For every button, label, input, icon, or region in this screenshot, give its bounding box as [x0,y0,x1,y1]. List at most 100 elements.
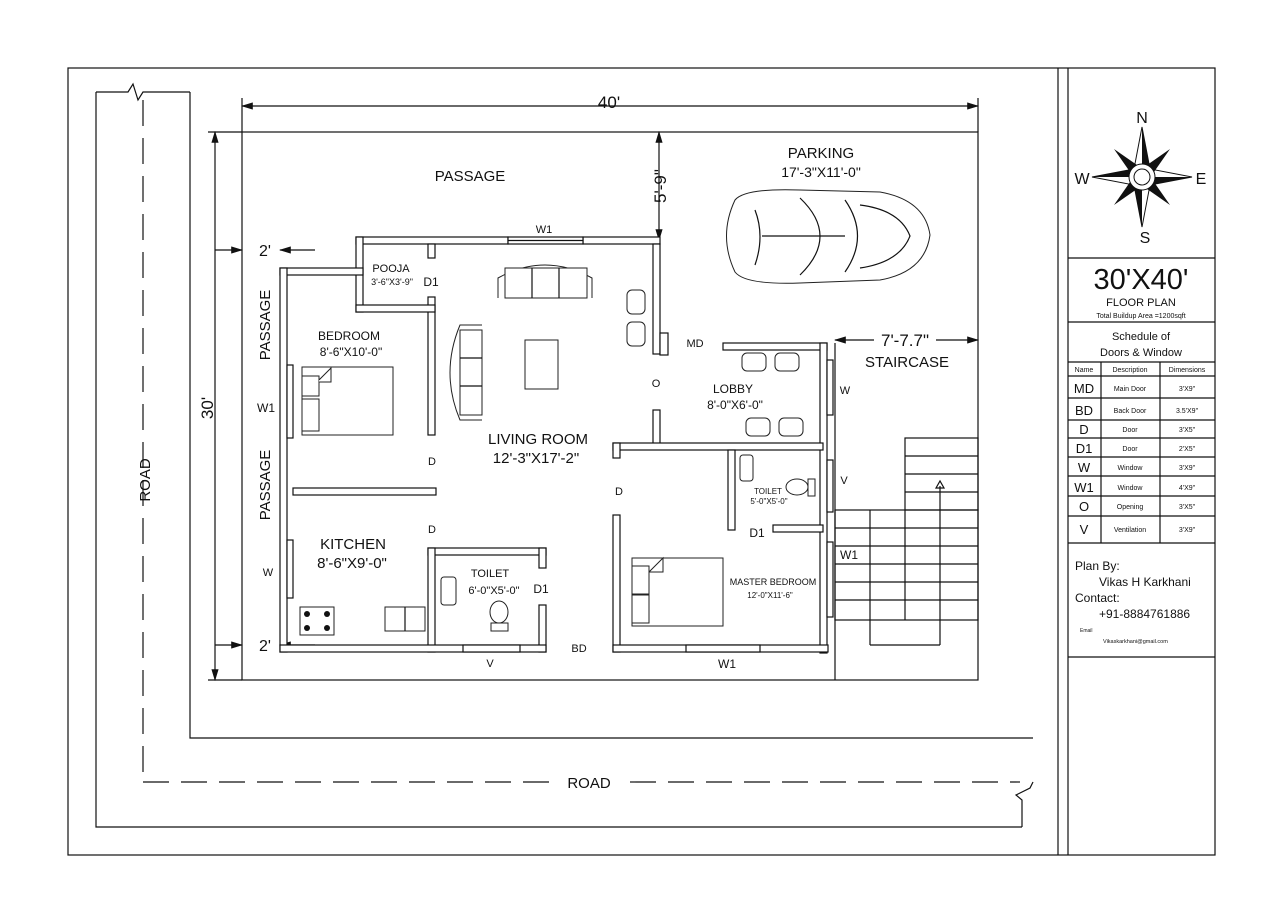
plot-boundary [241,131,979,681]
toilet-size: 6'-0"X5'-0" [468,585,519,597]
sheet-border [67,67,1216,856]
dim-side-top: 2' [259,243,271,260]
md-label: MD [686,338,703,350]
schedule-cell-description: Window [1118,485,1144,492]
parking-size: 17'-3"X11'-0" [781,164,861,180]
schedule-cell-dimensions: 3'X9" [1179,386,1196,393]
d1-label: D1 [749,526,765,540]
opening-labels: W1 D1 W1 D D W D1 V BD MD O D W V D1 W1 … [257,224,858,671]
w1-label: W1 [536,224,553,236]
schedule-cell-name: MD [1074,381,1094,396]
staircase-label: STAIRCASE [865,354,949,371]
schedule-cell-description: Ventilation [1114,527,1146,534]
lobby-label: LOBBY [713,382,753,396]
bedroom-label: BEDROOM [318,329,380,343]
phone: +91-8884761886 [1099,607,1190,621]
dim-staircase-background [874,331,936,349]
schedule-title: Doors & Window [1100,347,1182,359]
dimension-lines [208,98,980,682]
schedule-cell-name: W [1078,460,1091,475]
master-bedroom-label: MASTER BEDROOM [730,577,817,587]
room-labels: PASSAGE PASSAGE PASSAGE PARKING 17'-3"X1… [257,145,949,600]
toilet-label: TOILET [471,568,510,580]
buildup-area: Total Buildup Area =1200sqft [1096,313,1185,320]
schedule-header: Description [1112,367,1147,374]
schedule-cell-description: Back Door [1114,408,1147,415]
title: 30'X40' [1094,264,1189,296]
living-room-size: 12'-3"X17'-2" [493,450,579,467]
d1-label: D1 [423,275,439,289]
bd-label: BD [571,643,586,655]
schedule-cell-dimensions: 2'X5" [1179,446,1196,453]
schedule-cell-description: Opening [1117,504,1144,511]
parking-label: PARKING [788,145,854,162]
schedule-cell-dimensions: 4'X9" [1179,485,1196,492]
furniture [299,264,816,636]
schedule-cell-dimensions: 3'X5" [1179,427,1196,434]
schedule-cell-name: W1 [1074,480,1094,495]
kitchen-size: 8'-6"X9'-0" [317,555,387,572]
lobby-size: 8'-0"X6'-0" [707,398,763,412]
plan-by: Vikas H Karkhani [1099,575,1191,589]
w-label: W [263,567,274,579]
email: Vikaskarkhani@gmail.com [1103,639,1168,645]
staircase [834,343,979,680]
schedule-cell-dimensions: 3'X9" [1179,465,1196,472]
compass-s: S [1140,230,1151,247]
w1-label: W1 [840,548,858,562]
schedule-cell-dimensions: 3.5'X9" [1176,408,1199,415]
schedule-cell-dimensions: 3'X9" [1179,527,1196,534]
road-label-bottom: ROAD [567,775,611,792]
schedule-cell-name: O [1079,499,1089,514]
master-bedroom-size: 12'-0"X11'-6" [747,591,793,600]
stove-icon [299,606,335,636]
email-label: Email [1080,628,1093,634]
schedule-cell-description: Main Door [1114,386,1147,393]
toilet-seat-icon [489,600,509,624]
pooja-label: POOJA [372,263,410,275]
toilet-seat-icon [785,478,809,496]
bedroom-size: 8'-6"X10'-0" [320,345,382,359]
d1-label: D1 [533,582,549,596]
o-label: O [652,378,661,390]
bathtub-icon [440,576,457,606]
compass-n: N [1136,110,1148,127]
dim-width: 40' [598,93,620,112]
contact-label: Contact: [1075,591,1120,605]
v-label: V [840,475,848,487]
schedule-cell-name: D1 [1076,441,1093,456]
subtitle: FLOOR PLAN [1106,297,1176,309]
living-room-label: LIVING ROOM [488,431,588,448]
bathtub-icon [739,454,754,482]
walls [279,236,834,654]
schedule-cell-name: V [1080,522,1089,537]
schedule-cell-description: Window [1118,465,1144,472]
d-label: D [428,456,436,468]
plan-by-label: Plan By: [1075,559,1120,573]
w1-label: W1 [257,401,275,415]
passage-top-label: PASSAGE [435,168,506,185]
dim-staircase: 7'-7.7" [881,331,929,350]
schedule-header: Name [1075,367,1094,374]
schedule-cell-dimensions: 3'X5" [1179,504,1196,511]
toilet2-size: 5'-0"X5'-0" [750,497,787,506]
w1-label: W1 [718,657,736,671]
d-label: D [615,486,623,498]
compass-icon [1091,126,1193,228]
schedule-header: Dimensions [1169,367,1206,374]
dim-side-bottom: 2' [259,638,271,655]
dim-passage: 5'-9" [651,169,670,203]
passage-left-label: PASSAGE [257,450,274,521]
road [95,82,1034,828]
schedule-cell-description: Door [1122,427,1138,434]
schedule-cell-name: BD [1075,403,1093,418]
compass-w: W [1074,171,1090,188]
schedule-cell-name: D [1079,422,1088,437]
w-label: W [840,385,851,397]
toilet2-label: TOILET [754,487,782,496]
kitchen-label: KITCHEN [320,536,386,553]
passage-left-label: PASSAGE [257,290,274,361]
schedule-cell-description: Door [1122,446,1138,453]
